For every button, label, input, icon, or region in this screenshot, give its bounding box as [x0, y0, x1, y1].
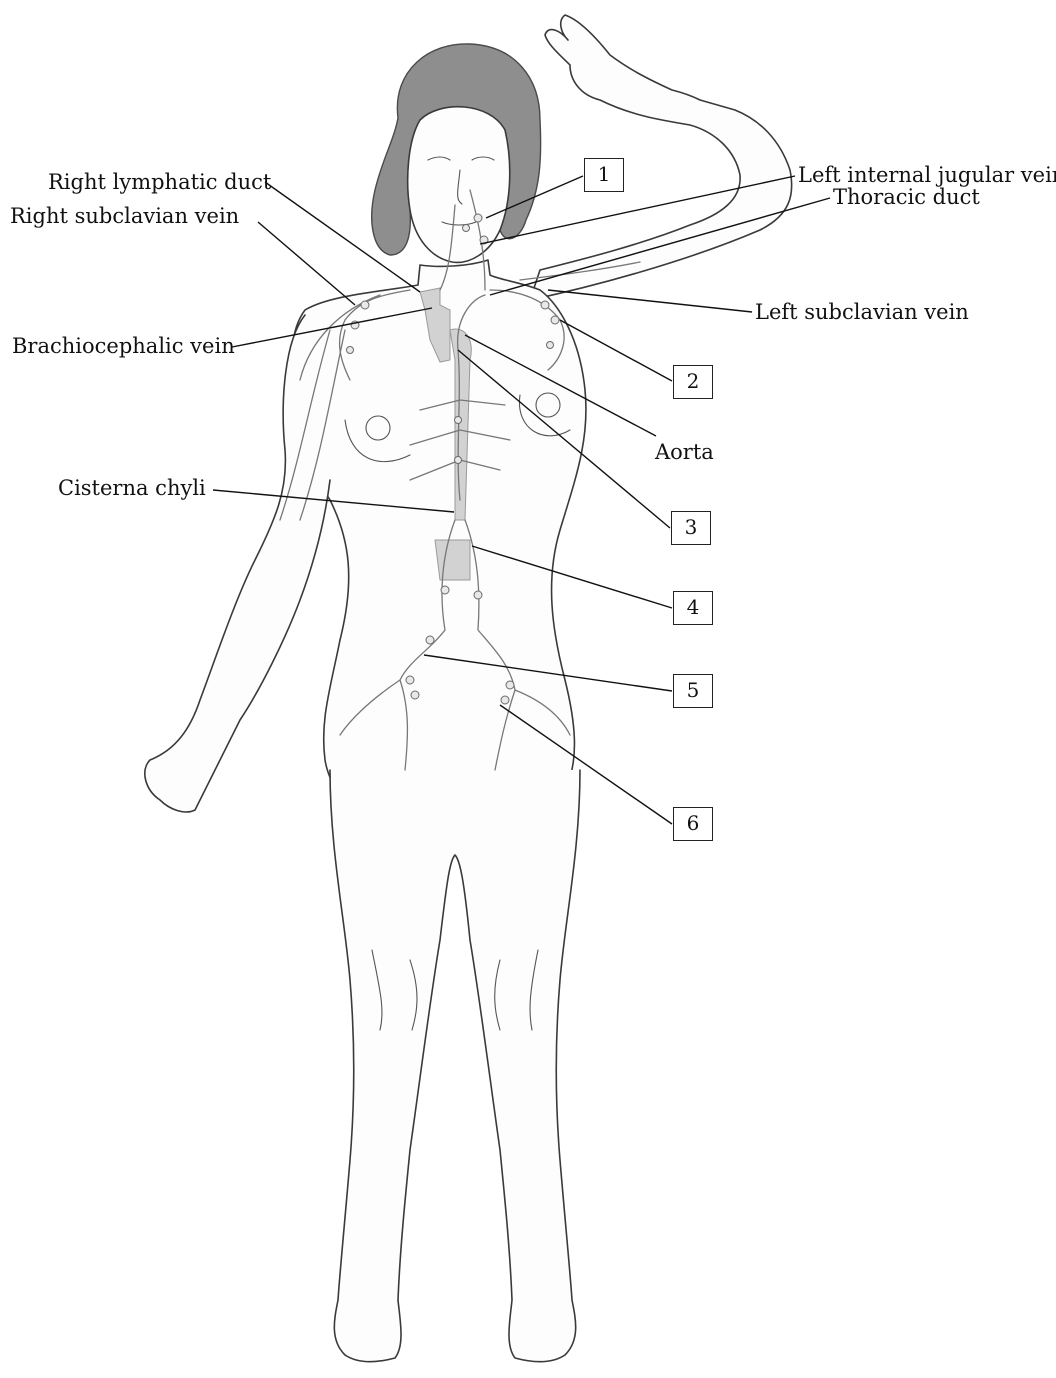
number-box-3: 3 — [671, 511, 711, 545]
number-box-1: 1 — [584, 158, 624, 192]
label-right-subclavian-vein: Right subclavian vein — [10, 204, 239, 228]
leader-thoracic-duct — [490, 198, 830, 295]
legs — [330, 770, 580, 1362]
lower-vessels — [435, 540, 470, 580]
number-box-4: 4 — [673, 591, 713, 625]
number-box-6: 6 — [673, 807, 713, 841]
label-right-lymphatic-duct: Right lymphatic duct — [48, 170, 271, 194]
label-cisterna-chyli: Cisterna chyli — [58, 476, 206, 500]
number-box-2: 2 — [673, 365, 713, 399]
right-arm — [145, 315, 330, 812]
leader-left-subclavian-vein — [548, 290, 752, 312]
label-left-internal-jugular-vein: Left internal jugular vein — [798, 163, 1056, 187]
label-thoracic-duct: Thoracic duct — [833, 185, 980, 209]
label-brachiocephalic-vein: Brachiocephalic vein — [12, 334, 235, 358]
label-aorta: Aorta — [655, 440, 714, 464]
number-box-5: 5 — [673, 674, 713, 708]
left-arm — [530, 15, 792, 300]
leader-right-subclavian-vein — [258, 222, 355, 305]
label-left-subclavian-vein: Left subclavian vein — [755, 300, 969, 324]
